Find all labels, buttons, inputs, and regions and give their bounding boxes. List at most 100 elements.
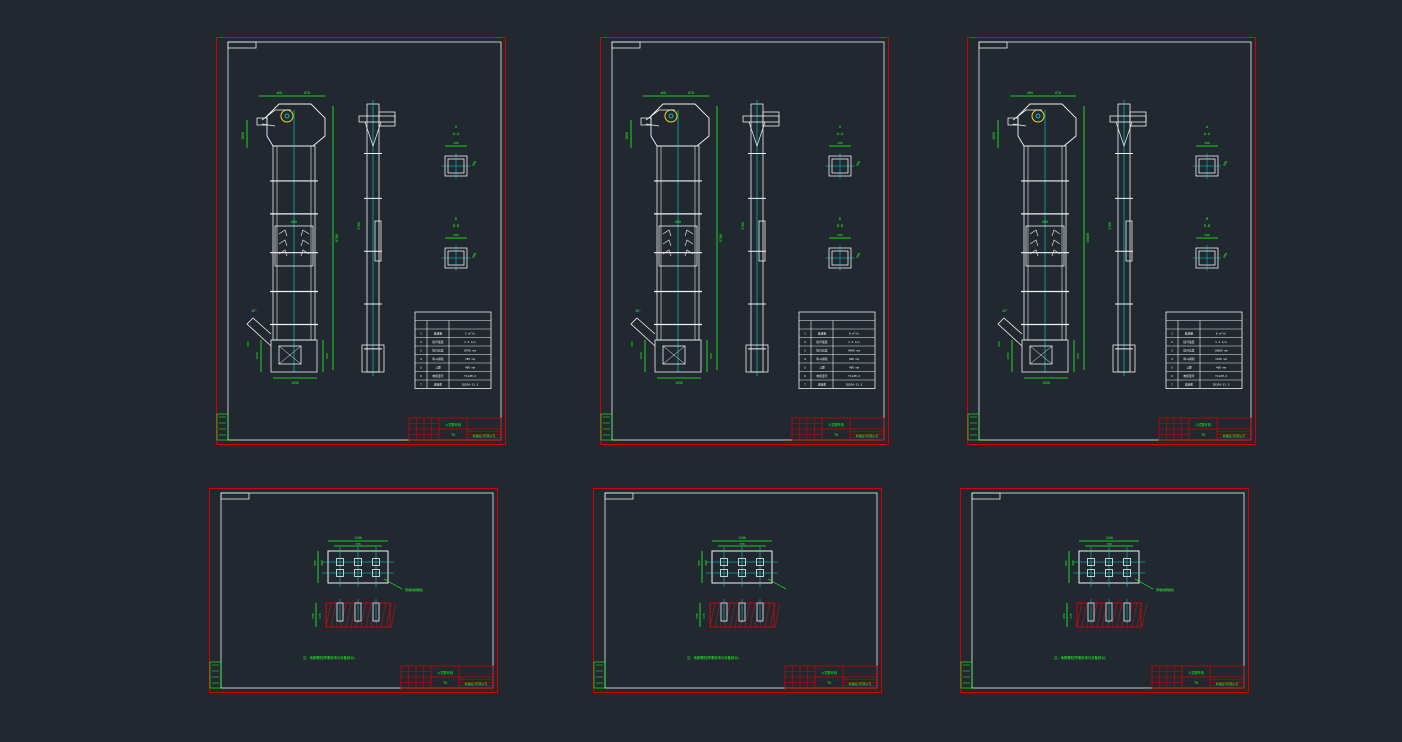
table-cell-name: 提升速度 — [432, 340, 443, 344]
concrete-hatch — [709, 602, 716, 628]
title-block-code: TH — [1201, 433, 1205, 437]
bucket-shape — [278, 249, 288, 257]
foundation-note: 注：地脚螺栓预埋前请与设备核对。 — [1054, 655, 1108, 660]
dim-inner-width: 700 — [1106, 542, 1112, 546]
elevator-side-view: 1760 — [741, 100, 780, 376]
dim-total-width: 1200 — [1105, 536, 1113, 540]
concrete-hatch — [749, 602, 756, 628]
section-label: B — [839, 217, 841, 221]
dim-depth: 600 — [695, 613, 699, 619]
table-cell-value: 1.4 m/s — [464, 340, 476, 344]
elevator-head-housing — [1017, 103, 1077, 147]
anchor-bolt-pocket — [756, 558, 764, 566]
title-block-company: 机械设计有限公司 — [1216, 682, 1239, 686]
concrete-hatch — [1096, 602, 1103, 628]
side-motor — [378, 111, 396, 127]
concrete-hatch — [325, 602, 332, 628]
table-cell-value: 8 m³/h — [1216, 332, 1226, 336]
concrete-hatch — [1076, 602, 1083, 628]
drive-chain — [1012, 109, 1042, 127]
inspection-window — [1025, 225, 1065, 267]
inner-frame-border — [220, 492, 494, 689]
title-block-drawing-name: 斗式提升机 — [445, 422, 462, 427]
bucket-shape — [684, 229, 694, 237]
boot-door-cross — [1029, 345, 1053, 365]
table-cell-value: 9400 mm — [848, 349, 860, 353]
table-cell-value: Y112M-4 — [1215, 374, 1227, 378]
section-height: 480 — [855, 160, 861, 167]
section-height: 480 — [1222, 160, 1228, 167]
dim-top-right: 870 — [304, 91, 310, 95]
table-cell-name: 输送量 — [434, 332, 443, 336]
section-sub-label: B-B — [1204, 224, 1210, 228]
dim-inner-width: 700 — [355, 542, 361, 546]
table-cell-name: 电机型号 — [1183, 374, 1194, 378]
dim-mid-width: 880 — [1042, 220, 1048, 224]
table-cell-index: 2 — [1171, 340, 1173, 344]
section-width: 300 — [453, 141, 459, 145]
bucket-shape — [662, 239, 672, 247]
title-block-drawing-name: 斗式提升机 — [1188, 670, 1205, 675]
side-drive-platform — [742, 115, 780, 123]
title-block-company: 机械设计有限公司 — [473, 434, 496, 438]
table-cell-value: 8700 mm — [464, 349, 476, 353]
inlet-chute — [246, 317, 272, 347]
concrete-hatch — [1081, 602, 1088, 628]
dim-side: 270 — [702, 613, 706, 619]
dim-inlet: 660 — [997, 341, 1001, 347]
binding-strip — [600, 413, 613, 441]
dim-inlet: 660 — [246, 341, 250, 347]
concrete-hatch — [385, 602, 392, 628]
elevator-boot — [654, 339, 702, 373]
dim-total-width: 1200 — [738, 536, 746, 540]
dim-top-right: 870 — [1055, 91, 1061, 95]
sheet-tab-mark — [220, 492, 250, 500]
drive-chain — [261, 109, 291, 127]
leader-line — [1134, 578, 1154, 590]
elevator-head-housing — [266, 103, 326, 147]
dim-total-width: 1200 — [354, 536, 362, 540]
binding-strip — [960, 661, 973, 689]
table-border — [798, 311, 876, 389]
foundation-note: 注：地脚螺栓预埋前请与设备核对。 — [303, 655, 357, 660]
dim-height-1: 900 — [697, 560, 701, 566]
dim-total-height: 10800 — [1086, 233, 1090, 243]
table-cell-name: 减速机 — [434, 383, 443, 387]
dim-angle: 30° — [635, 309, 641, 313]
section-label: B — [455, 217, 457, 221]
dim-height-2: 480 — [320, 560, 324, 566]
inlet-chute — [997, 317, 1023, 347]
section-width: 300 — [1204, 141, 1210, 145]
concrete-hatch — [714, 602, 721, 628]
inner-frame-border — [971, 492, 1245, 689]
table-cell-value: 960 mm — [849, 357, 859, 361]
leader-line — [767, 578, 787, 590]
section-sub-label: B-B — [453, 224, 459, 228]
concrete-hatch — [724, 602, 731, 628]
dim-bottom-right: 860 — [1076, 353, 1080, 359]
concrete-hatch — [729, 602, 736, 628]
side-bracket — [748, 121, 766, 148]
concrete-hatch — [1131, 602, 1138, 628]
inner-frame-border — [978, 41, 1252, 441]
section-height: 480 — [471, 252, 477, 259]
concrete-hatch — [380, 602, 387, 628]
table-cell-index: 4 — [420, 357, 422, 361]
table-cell-value: 400 mm — [465, 366, 475, 370]
side-motor — [762, 111, 780, 127]
